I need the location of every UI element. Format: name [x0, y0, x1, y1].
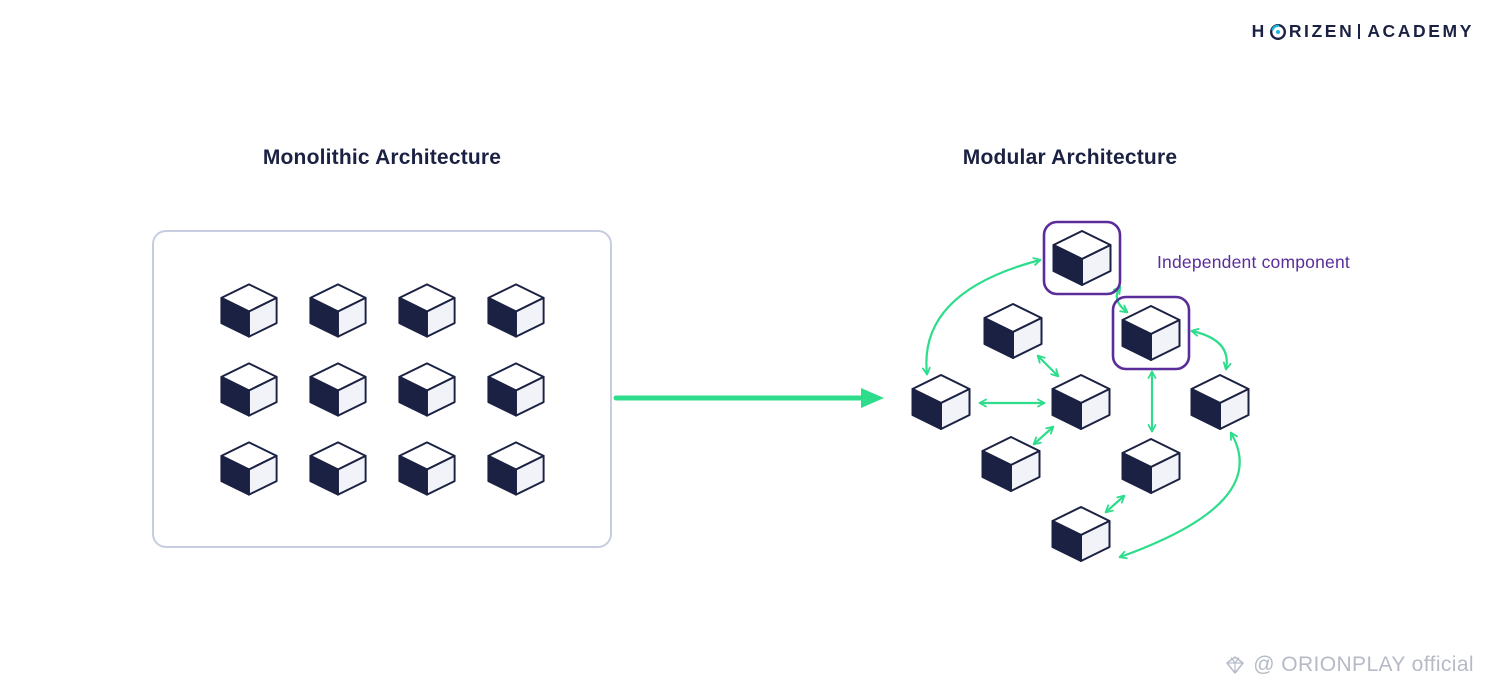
monolithic-grid: [218, 282, 547, 497]
cube: [307, 361, 369, 418]
connection-arrow: [1190, 328, 1232, 371]
connection-arrow: [1104, 494, 1126, 514]
cube: [396, 440, 458, 497]
monolithic-title: Monolithic Architecture: [262, 146, 502, 169]
connection-arrow: [921, 257, 1042, 376]
cube: [485, 440, 547, 497]
cube: [218, 440, 280, 497]
cube: [1121, 438, 1181, 494]
cube: [307, 282, 369, 339]
cube: [218, 282, 280, 339]
cube: [485, 282, 547, 339]
cube: [983, 303, 1043, 359]
cube: [1190, 374, 1250, 430]
cube: [218, 361, 280, 418]
logo-text-academy: ACADEMY: [1367, 21, 1474, 41]
cube: [485, 361, 547, 418]
modular-title: Modular Architecture: [962, 146, 1178, 169]
monolithic-container: [152, 230, 612, 548]
modular-diagram: [911, 220, 1250, 562]
horizen-logo-icon: [1269, 23, 1286, 40]
horizen-academy-logo: H RIZEN ACADEMY: [1252, 21, 1474, 42]
cube: [1051, 374, 1111, 430]
cube: [1121, 305, 1181, 361]
connection-arrow: [1118, 431, 1241, 560]
connection-arrow: [1032, 425, 1055, 446]
logo-text-rizen: RIZEN: [1288, 21, 1355, 41]
connection-arrow: [1036, 354, 1060, 378]
watermark-text: @ ORIONPLAY official: [1253, 653, 1474, 676]
independent-component-box: [1042, 220, 1122, 296]
logo-text-h: H: [1251, 21, 1267, 41]
cube: [396, 282, 458, 339]
cube: [981, 436, 1041, 492]
cube: [911, 374, 971, 430]
cube: [396, 361, 458, 418]
cube: [1052, 230, 1112, 286]
independent-component-box: [1111, 295, 1191, 371]
logo-divider: [1358, 24, 1361, 39]
orionplay-logo-icon: [1226, 656, 1245, 674]
cube: [307, 440, 369, 497]
independent-component-label: Independent component: [1157, 252, 1350, 272]
transition-arrow: [613, 388, 884, 408]
cube: [1051, 506, 1111, 562]
watermark: @ ORIONPLAY official: [1225, 653, 1474, 677]
